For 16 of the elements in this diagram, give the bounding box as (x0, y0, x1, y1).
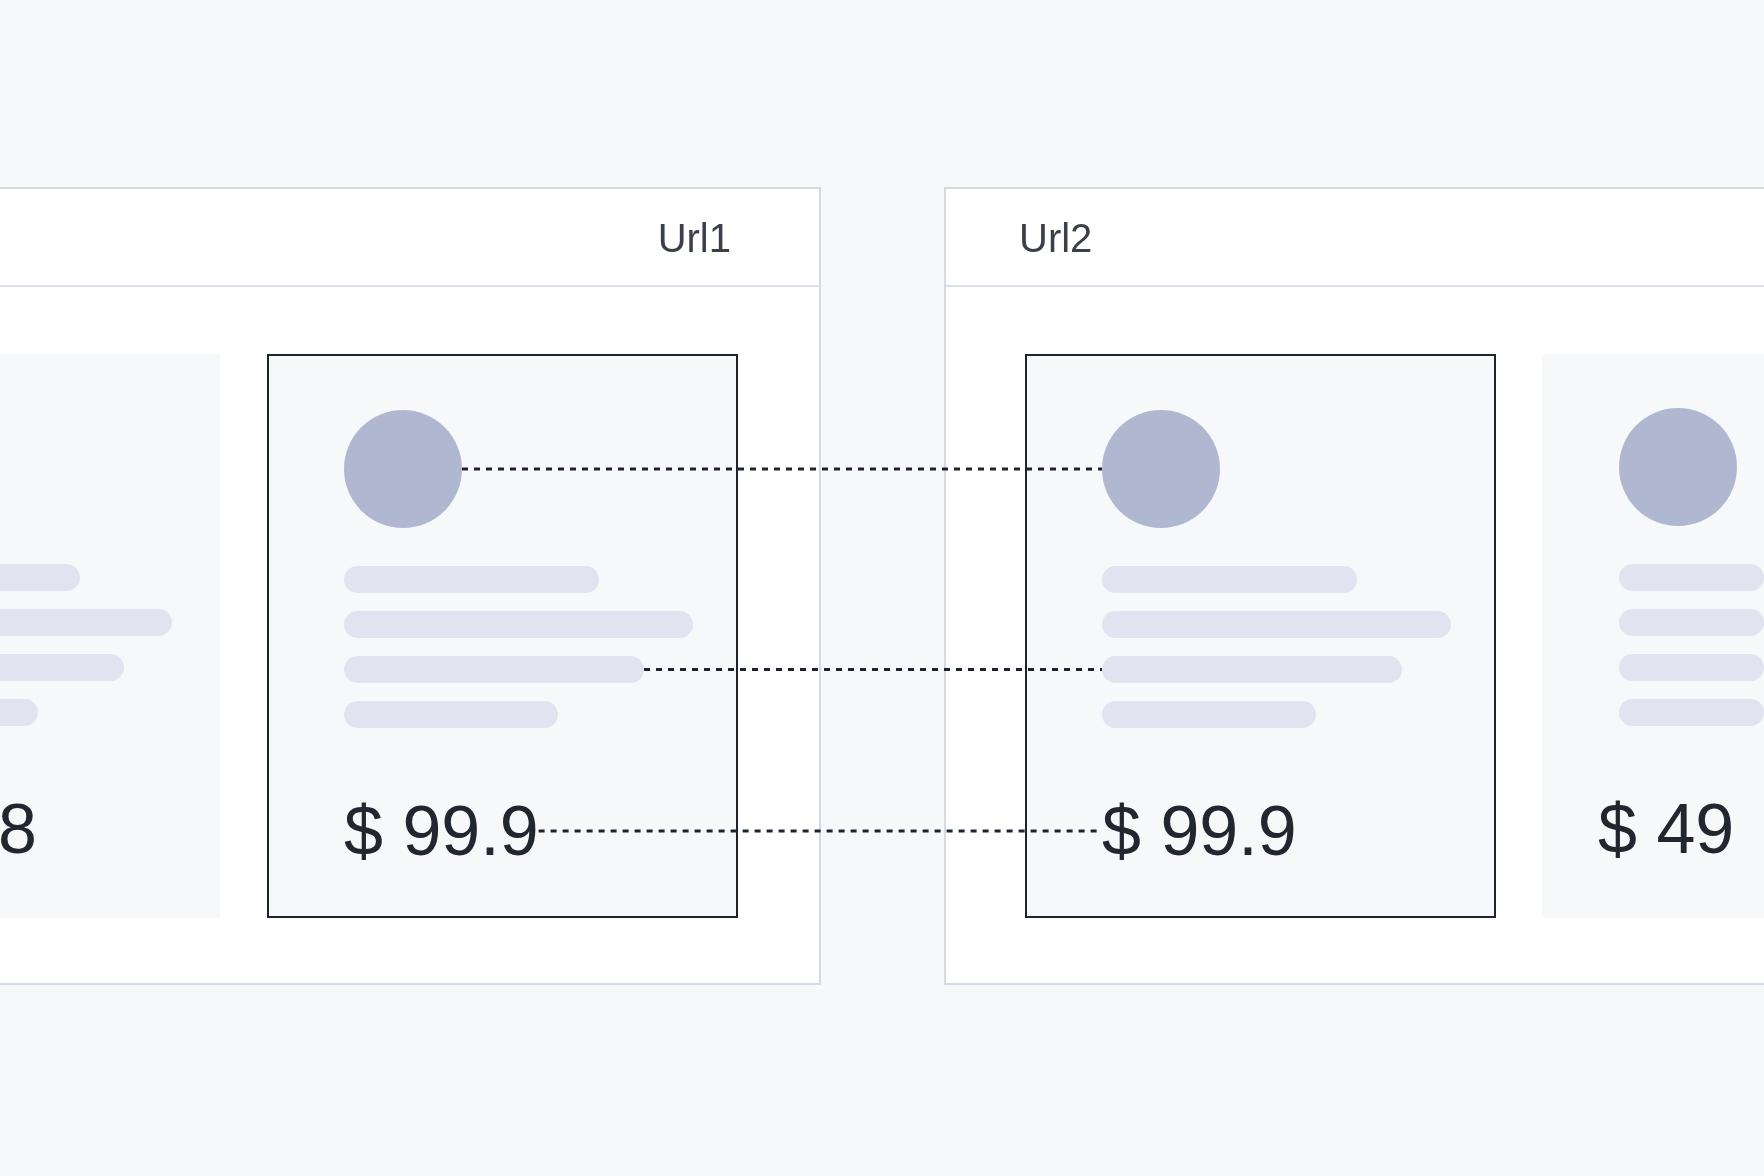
browser-window (0, 187, 821, 985)
product-card (1542, 354, 1764, 918)
price-text: $ 99.9 (1102, 796, 1297, 866)
product-card (0, 354, 220, 918)
price-text: $ 49 (1598, 794, 1735, 864)
browser-window (944, 187, 1764, 985)
dotted-line (644, 668, 1102, 671)
product-card (267, 354, 738, 918)
dotted-line (462, 467, 1102, 471)
url-text: Url1 (657, 218, 731, 258)
price-text: $ 99.9 (344, 796, 539, 866)
product-card (1025, 354, 1496, 918)
text-line-bar (1102, 656, 1402, 683)
text-line-bar (344, 656, 644, 683)
url-text: Url2 (1019, 218, 1093, 258)
price-text: 8 (0, 794, 37, 864)
